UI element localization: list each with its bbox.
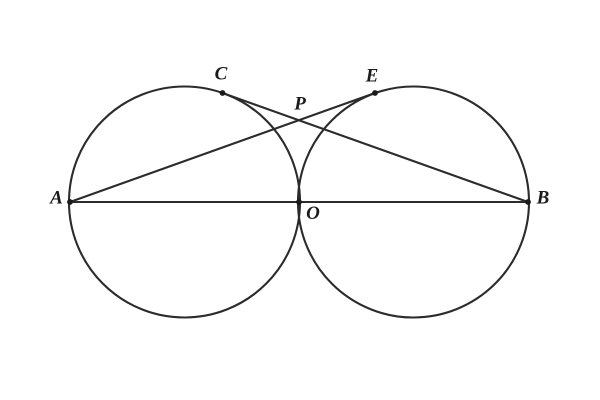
point-A-dot (67, 199, 73, 205)
segment-CB (221, 91, 530, 204)
point-O-dot (296, 199, 302, 205)
point-E-dot (372, 90, 378, 96)
point-E-label: E (365, 66, 379, 87)
point-O-label: O (306, 203, 320, 224)
point-C-label: C (215, 64, 228, 85)
segment-AE (68, 91, 377, 204)
point-B-label: B (536, 188, 550, 209)
point-P-label: P (293, 94, 306, 115)
point-C-dot (219, 90, 226, 96)
point-B-dot (525, 199, 531, 205)
point-A-label: A (49, 188, 63, 209)
